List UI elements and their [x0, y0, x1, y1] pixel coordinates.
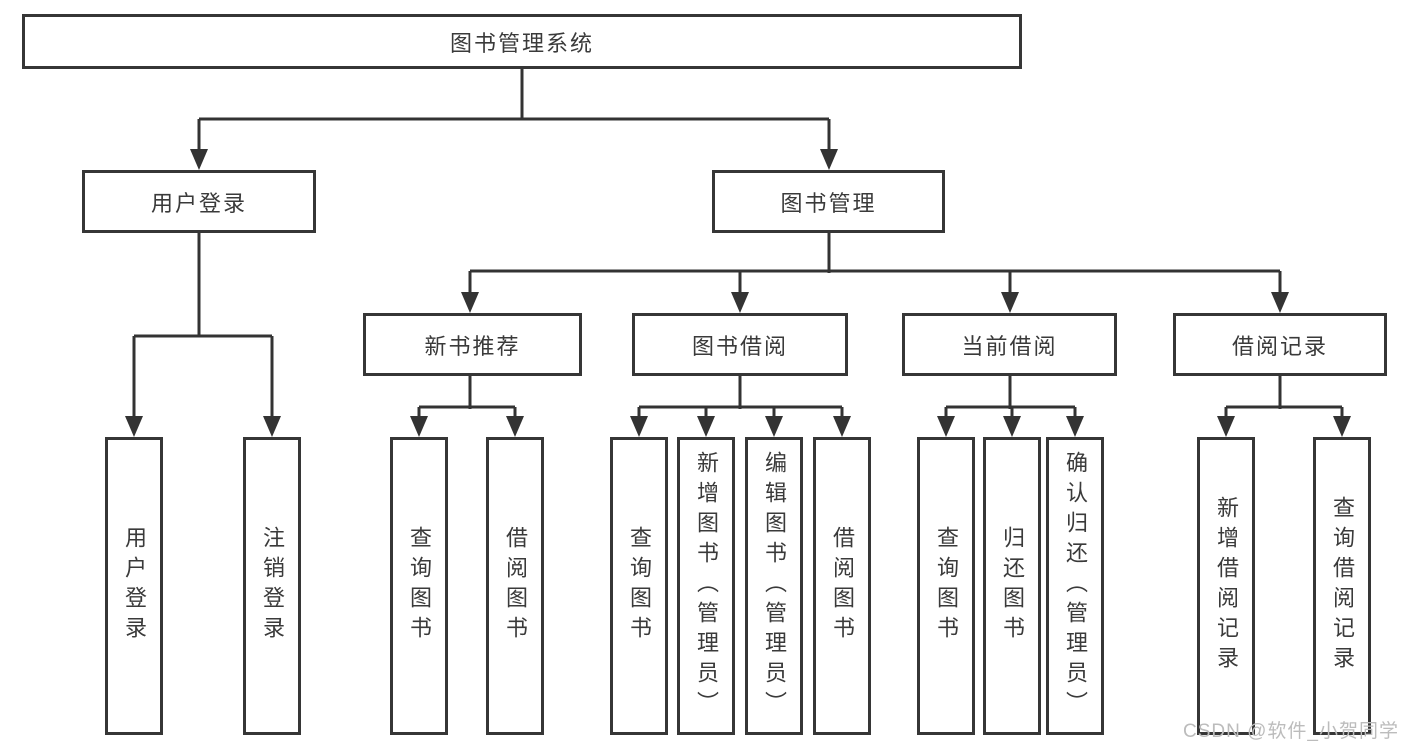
leaf-borrow-books-recommend: 借阅图书: [486, 437, 544, 735]
leaf-add-books-admin: 新增图书（管理员）: [677, 437, 735, 735]
leaf-edit-books-admin: 编辑图书（管理员）: [745, 437, 803, 735]
csdn-watermark: CSDN @软件_小贺同学: [1183, 721, 1399, 742]
node-borrowing-records: 借阅记录: [1173, 313, 1387, 376]
node-user-login: 用户登录: [82, 170, 316, 233]
leaf-return-books: 归还图书: [983, 437, 1041, 735]
leaf-confirm-return-admin: 确认归还（管理员）: [1046, 437, 1104, 735]
node-current-borrowing-label: 当前借阅: [961, 333, 1058, 359]
node-new-book-recommendation: 新书推荐: [363, 313, 582, 376]
leaf-logout: 注销登录: [243, 437, 301, 735]
leaf-query-borrow-record: 查询借阅记录: [1313, 437, 1371, 735]
leaf-query-books-recommend: 查询图书: [390, 437, 448, 735]
node-root-library-system: 图书管理系统: [22, 14, 1022, 69]
node-book-borrowing: 图书借阅: [632, 313, 848, 376]
node-new-book-recommendation-label: 新书推荐: [424, 333, 521, 359]
leaf-user-login: 用户登录: [105, 437, 163, 735]
node-current-borrowing: 当前借阅: [902, 313, 1117, 376]
node-user-login-label: 用户登录: [150, 190, 247, 216]
node-borrowing-records-label: 借阅记录: [1231, 333, 1328, 359]
node-book-management: 图书管理: [712, 170, 945, 233]
node-book-management-label: 图书管理: [780, 190, 877, 216]
leaf-query-books-borrowing: 查询图书: [610, 437, 668, 735]
node-book-borrowing-label: 图书借阅: [691, 333, 788, 359]
leaf-add-borrow-record: 新增借阅记录: [1197, 437, 1255, 735]
leaf-borrow-books-borrowing: 借阅图书: [813, 437, 871, 735]
leaf-query-books-current: 查询图书: [917, 437, 975, 735]
node-root-label: 图书管理系统: [449, 30, 594, 56]
